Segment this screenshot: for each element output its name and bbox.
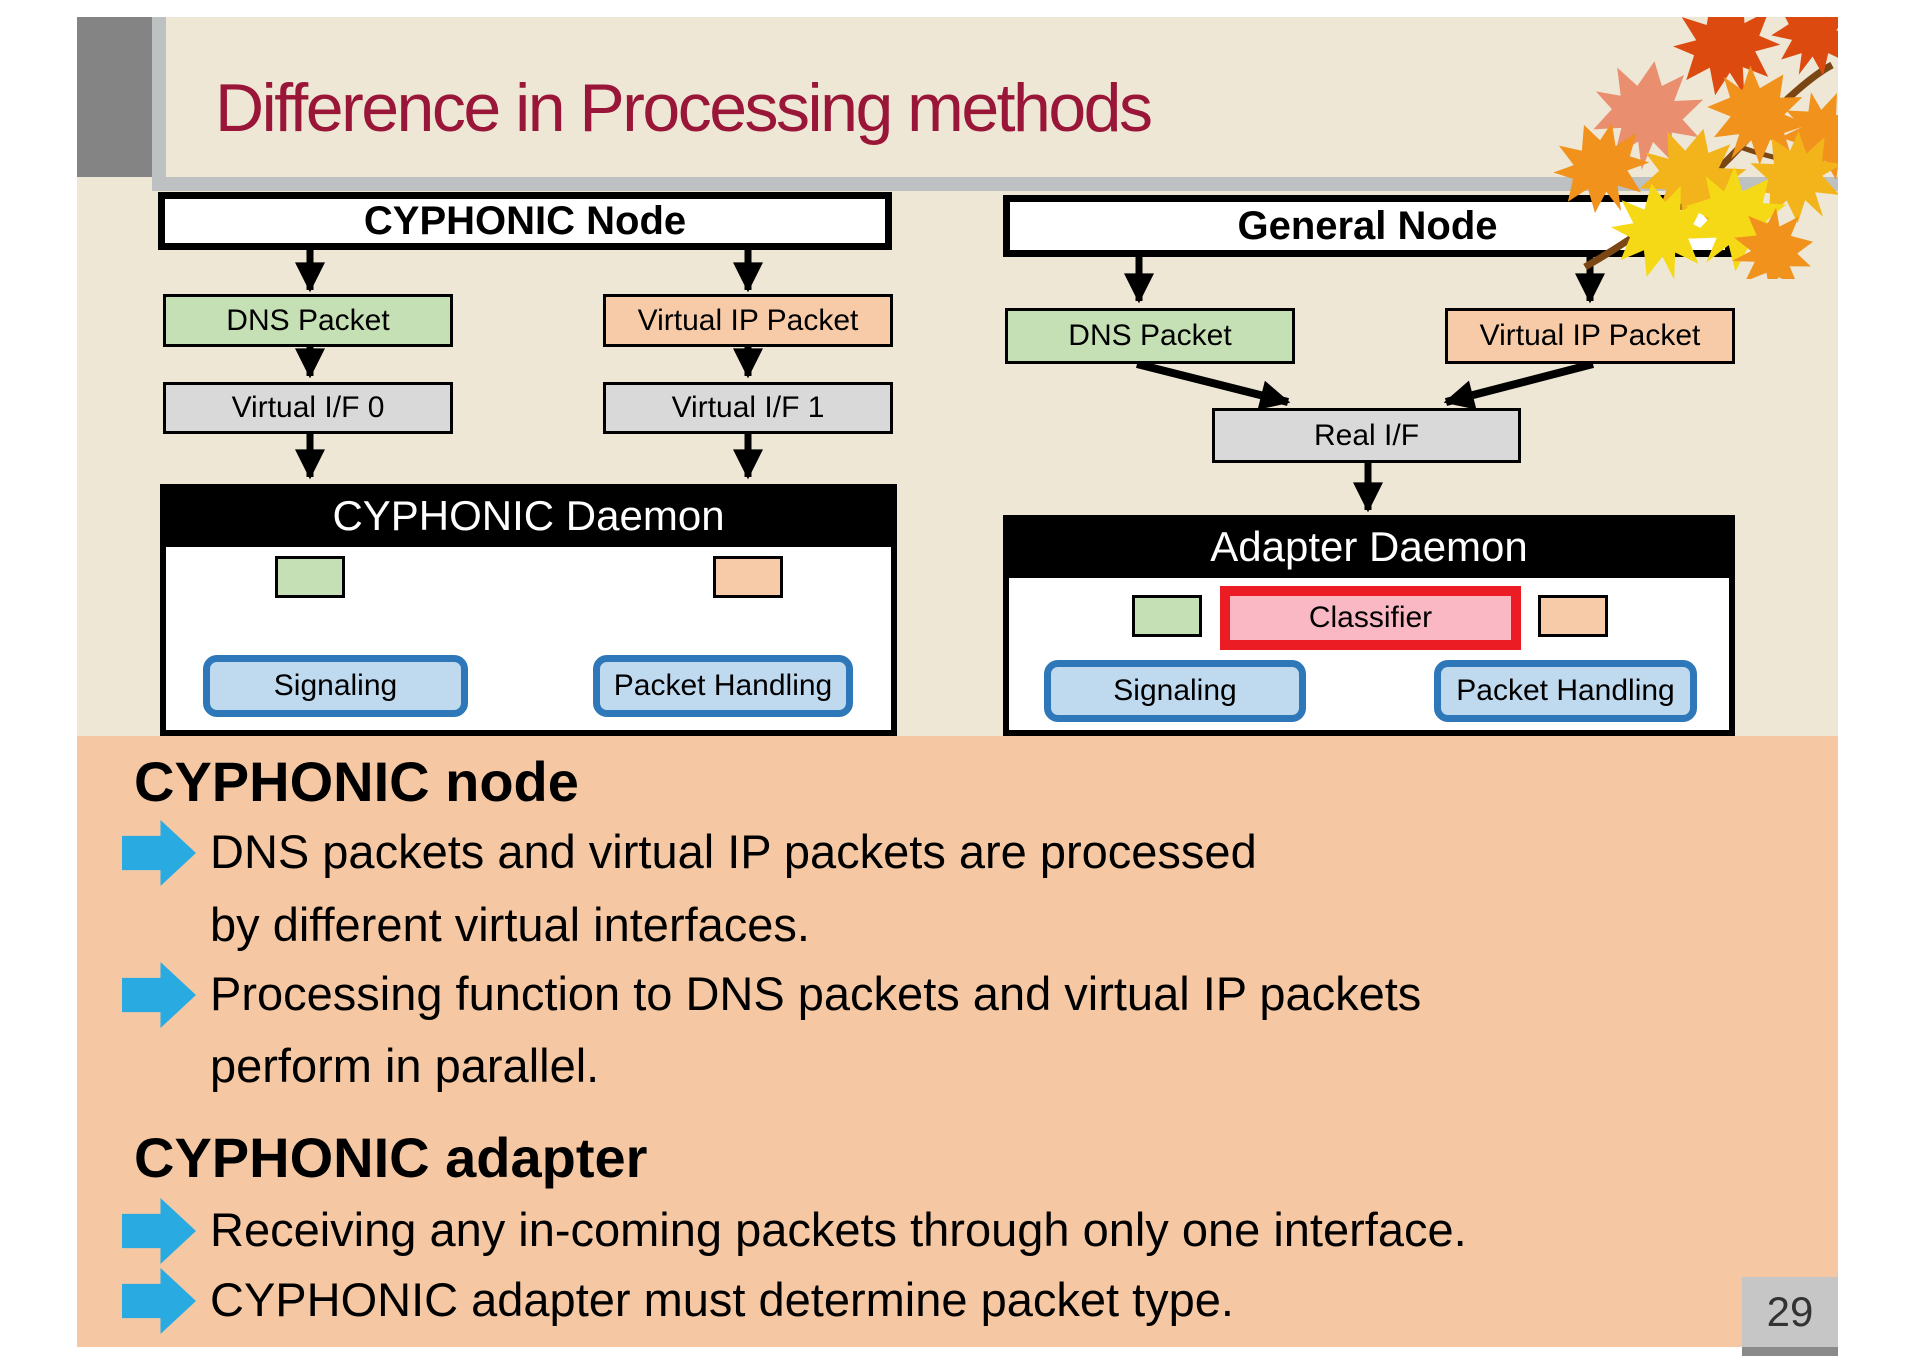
dns-packet-box-right: DNS Packet bbox=[1005, 308, 1295, 364]
heading-cyphonic-node: CYPHONIC node bbox=[134, 750, 579, 813]
virtual-ip-packet-box-right: Virtual IP Packet bbox=[1445, 308, 1735, 364]
page-number-strip bbox=[1742, 1347, 1838, 1356]
cyphonic-daemon-header: CYPHONIC Daemon bbox=[160, 484, 897, 547]
title-rule bbox=[152, 177, 1838, 191]
bullet-text: Processing function to DNS packets and v… bbox=[210, 967, 1422, 1020]
vip-token-square-left bbox=[713, 556, 783, 598]
virtual-if0-box: Virtual I/F 0 bbox=[163, 382, 453, 434]
real-if-box: Real I/F bbox=[1212, 408, 1521, 463]
dns-token-square-right bbox=[1132, 595, 1202, 637]
maple-leaf-icon bbox=[1758, 17, 1838, 91]
page-title: Difference in Processing methods bbox=[215, 70, 1153, 146]
cyphonic-node-box: CYPHONIC Node bbox=[158, 192, 892, 250]
adapter-daemon-header: Adapter Daemon bbox=[1003, 515, 1735, 578]
packet-handling-box-right: Packet Handling bbox=[1434, 660, 1697, 722]
vip-token-square-right bbox=[1538, 595, 1608, 637]
bullet-text: CYPHONIC adapter must determine packet t… bbox=[210, 1273, 1234, 1326]
signaling-box-left: Signaling bbox=[203, 655, 468, 717]
page-number: 29 bbox=[1742, 1277, 1838, 1347]
heading-cyphonic-adapter: CYPHONIC adapter bbox=[134, 1126, 648, 1189]
general-node-box: General Node bbox=[1003, 195, 1732, 257]
flow-arrow bbox=[1443, 360, 1595, 410]
flow-arrow bbox=[1136, 360, 1291, 410]
bullet-text: Receiving any in-coming packets through … bbox=[210, 1203, 1467, 1256]
packet-handling-box-left: Packet Handling bbox=[593, 655, 853, 717]
bullet-text-continuation: perform in parallel. bbox=[210, 1039, 600, 1092]
virtual-ip-packet-box-left: Virtual IP Packet bbox=[603, 294, 893, 347]
dns-token-square-left bbox=[275, 556, 345, 598]
classifier-box: Classifier bbox=[1220, 586, 1521, 650]
bullet-text: DNS packets and virtual IP packets are p… bbox=[210, 825, 1257, 878]
virtual-if1-box: Virtual I/F 1 bbox=[603, 382, 893, 434]
title-vertical-bar bbox=[152, 17, 166, 191]
bullet-text-continuation: by different virtual interfaces. bbox=[210, 898, 810, 951]
dns-packet-box-left: DNS Packet bbox=[163, 294, 453, 347]
signaling-box-right: Signaling bbox=[1044, 660, 1306, 722]
summary-panel bbox=[77, 736, 1838, 1347]
title-accent-rect bbox=[77, 17, 152, 177]
maple-leaves-decoration bbox=[1541, 17, 1838, 279]
